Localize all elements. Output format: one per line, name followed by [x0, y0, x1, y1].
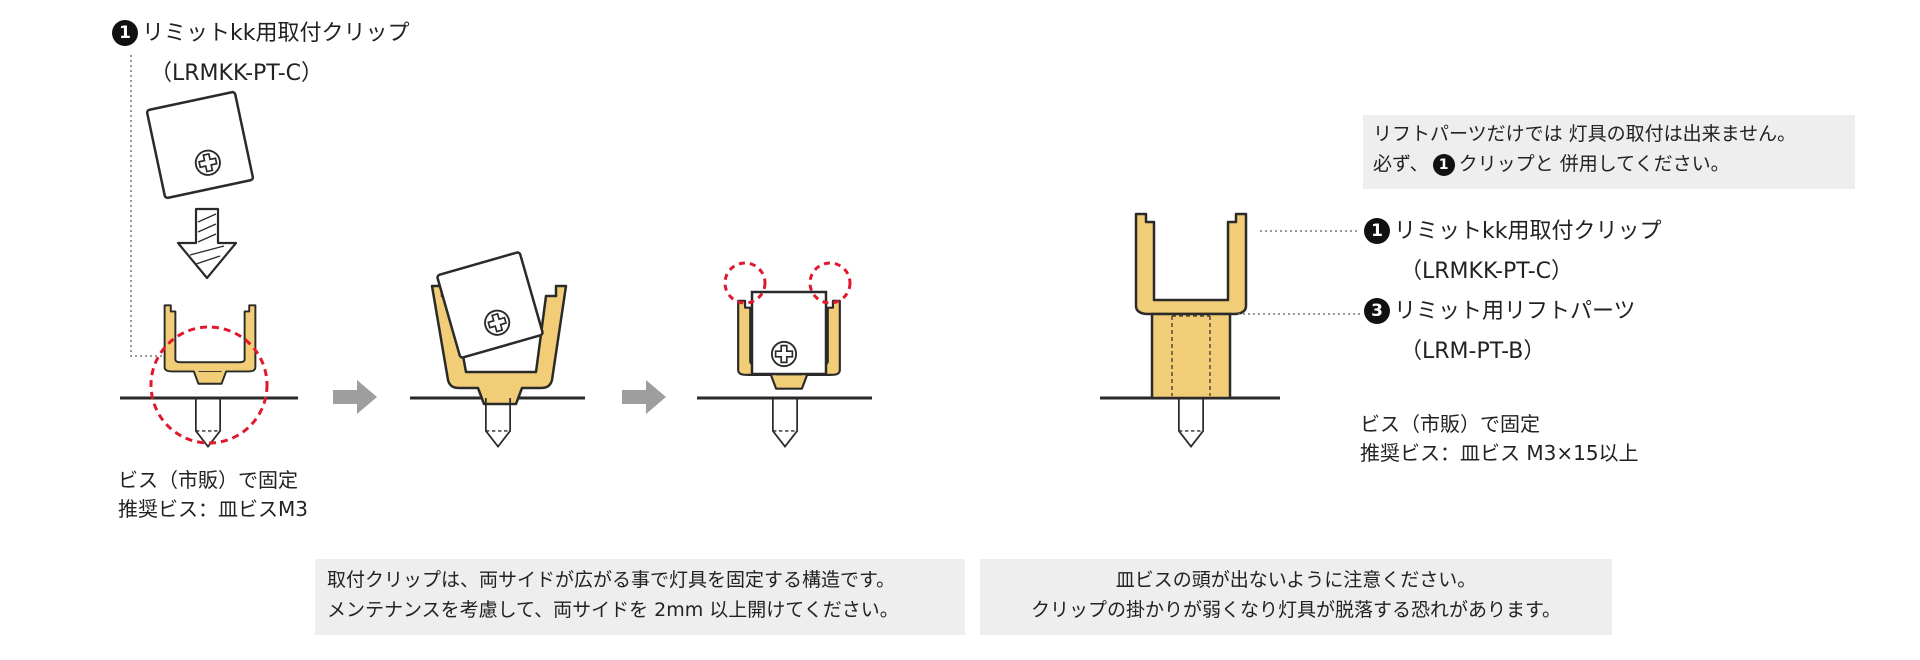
right-screw-note-line2: 推奨ビス：皿ビス M3×15以上 [1360, 441, 1639, 465]
right-screw-note-line1: ビス（市販）で固定 [1360, 412, 1540, 436]
right-label-lift-code: （LRM-PT-B） [1400, 339, 1546, 364]
step1-assembly [120, 303, 298, 448]
left-screw-note: ビス（市販）で固定 推奨ビス：皿ビスM3 [118, 466, 308, 524]
bottom-right-line2: クリップの掛かりが弱くなり灯具が脱落する恐れがあります。 [1030, 599, 1562, 622]
tilted-plate [145, 90, 255, 200]
down-arrow-icon [176, 207, 238, 280]
badge-3-icon: 3 [1364, 298, 1390, 324]
leader-line-left [130, 55, 168, 357]
right-note-line1: リフトパーツだけでは 灯具の取付は出来ません。 [1373, 123, 1797, 145]
badge-1-icon: 1 [1432, 154, 1455, 177]
right-arrow-icon [622, 380, 666, 414]
bottom-right-line1: 皿ビスの頭が出ないように注意ください。 [1115, 569, 1477, 591]
step3-assembly [697, 261, 872, 448]
phillips-screw-icon [770, 340, 798, 368]
top-callout-name: リミットkk用取付クリップ [142, 21, 410, 46]
right-label-clip-code: （LRMKK-PT-C） [1400, 259, 1573, 284]
right-arrow-icon [333, 380, 377, 414]
step2-assembly [410, 251, 585, 448]
highlight-circle-left-tip [723, 261, 767, 305]
bottom-right-note-box: 皿ビスの頭が出ないように注意ください。 クリップの掛かりが弱くなり灯具が脱落する… [980, 559, 1612, 635]
highlight-circle-right-tip [808, 261, 852, 305]
bottom-left-line1: 取付クリップは、両サイドが広がる事で灯具を固定する構造です。 [327, 569, 896, 591]
top-callout-code: （LRMKK-PT-C） [150, 61, 323, 86]
highlight-circle-screw [149, 325, 269, 445]
right-screw-note: ビス（市販）で固定 推奨ビス：皿ビス M3×15以上 [1360, 410, 1639, 468]
right-label-lift-name: リミット用リフトパーツ [1394, 299, 1636, 324]
bottom-left-note-box: 取付クリップは、両サイドが広がる事で灯具を固定する構造です。 メンテナンスを考慮… [315, 559, 965, 635]
bottom-left-line2: メンテナンスを考慮して、両サイドを 2mm 以上開けてください。 [327, 599, 899, 622]
badge-1-icon: 1 [112, 20, 138, 46]
lift-part-assembly [1100, 212, 1280, 448]
left-screw-note-line2: 推奨ビス：皿ビスM3 [118, 497, 308, 521]
right-label-clip-name: リミットkk用取付クリップ [1394, 219, 1662, 244]
left-screw-note-line1: ビス（市販）で固定 [118, 468, 298, 492]
badge-1-icon: 1 [1364, 218, 1390, 244]
